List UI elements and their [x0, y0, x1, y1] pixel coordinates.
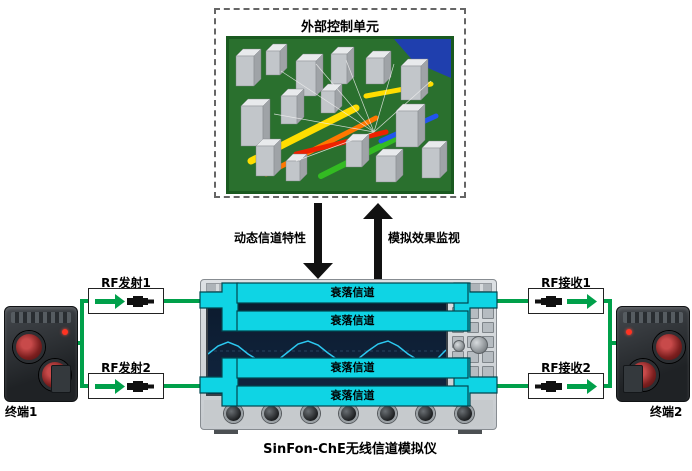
wire-tx2-out — [163, 384, 201, 388]
instrument-foot — [458, 430, 482, 434]
panel-plate — [623, 365, 643, 393]
instrument-knob — [470, 336, 488, 354]
rf-rx2-box — [528, 373, 604, 399]
instrument-foot — [214, 430, 238, 434]
red-connector-icon — [13, 331, 45, 363]
tx-arrow-plug-icon — [95, 379, 154, 394]
fading-channel-1: 衰落信道 — [330, 286, 375, 299]
rf-rx2-label: RF接收2 — [541, 361, 591, 375]
fading-channel-4: 衰落信道 — [330, 389, 375, 402]
vent-grille-icon — [11, 312, 71, 323]
wire-rx1-out — [603, 299, 612, 303]
wire-tx2-in — [80, 384, 90, 388]
rf-rx1-label: RF接收1 — [541, 276, 591, 290]
screen-waveform — [207, 340, 447, 365]
fading-channel-2: 衰落信道 — [330, 314, 375, 327]
wire-tx1-out — [163, 299, 201, 303]
terminal-1-label: 终端1 — [5, 405, 38, 419]
down-arrow-icon — [303, 203, 333, 279]
terminal-2-label: 终端2 — [650, 405, 683, 419]
vent-grille-icon — [623, 312, 683, 323]
rf-tx1-label: RF发射1 — [101, 276, 151, 290]
wire-rx1-in — [496, 299, 529, 303]
control-unit-title: 外部控制单元 — [300, 20, 379, 35]
down-flow-label: 动态信道特性 — [233, 231, 306, 245]
wire-terminal2 — [608, 341, 618, 345]
rx-plug-arrow-icon — [535, 379, 597, 394]
status-led-icon — [62, 329, 68, 335]
terminal-1-device — [4, 306, 78, 402]
wire-left-vertical — [80, 299, 84, 388]
rf-tx2-label: RF发射2 — [101, 361, 151, 375]
wire-rx2-out — [603, 384, 612, 388]
rf-tx1-box — [88, 288, 164, 314]
red-connector-icon — [653, 331, 685, 363]
terminal-2-device — [616, 306, 690, 402]
up-flow-label: 模拟效果监视 — [388, 231, 461, 245]
rf-rx1-box — [528, 288, 604, 314]
wire-tx1-in — [80, 299, 90, 303]
wire-terminal1 — [72, 341, 84, 345]
status-led-icon — [626, 329, 632, 335]
city-raytracing-image — [226, 36, 454, 194]
instrument-screen — [206, 292, 448, 396]
instrument-knob-small — [453, 340, 465, 352]
external-control-unit-box: 外部控制单元 — [214, 8, 466, 198]
panel-plate — [51, 365, 71, 393]
fading-channel-routing — [199, 282, 498, 407]
tx-arrow-plug-icon — [95, 294, 154, 309]
wire-rx2-in — [496, 384, 529, 388]
rx-plug-arrow-icon — [535, 294, 597, 309]
up-arrow-icon — [363, 203, 393, 279]
rf-tx2-box — [88, 373, 164, 399]
instrument-name: SinFon-ChE无线信道模拟仪 — [263, 442, 437, 457]
fading-channel-3: 衰落信道 — [330, 361, 375, 374]
